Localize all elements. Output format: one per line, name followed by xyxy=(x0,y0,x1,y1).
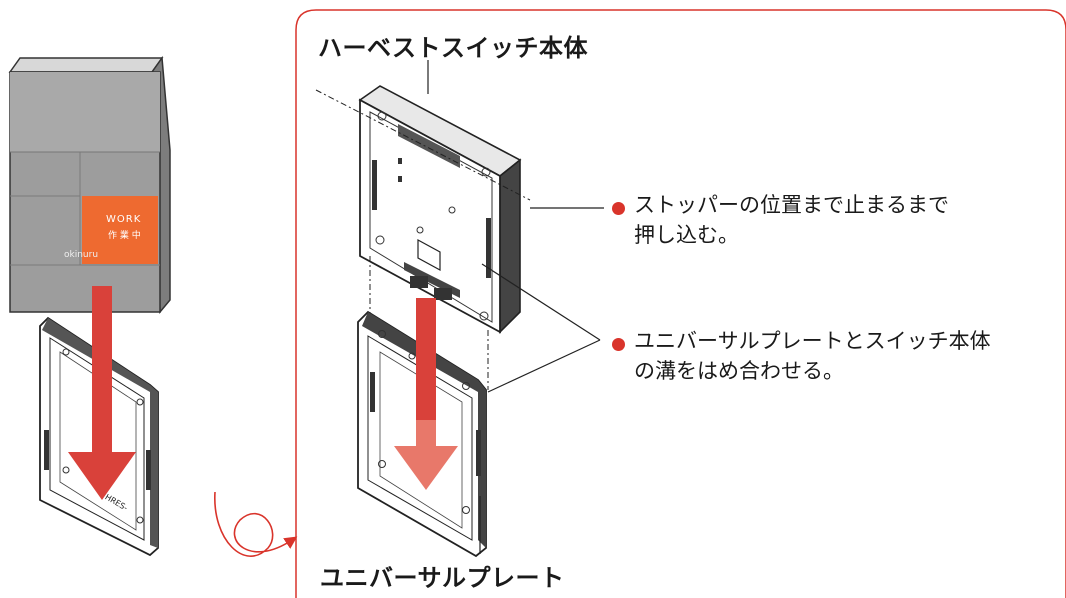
insert-arrow-right xyxy=(394,298,458,490)
universal-plate-title: ユニバーサルプレート xyxy=(320,564,565,592)
switch-body-left xyxy=(8,55,171,314)
detail-frame xyxy=(295,9,1066,598)
work-button xyxy=(82,196,158,264)
note-stopper-line-1: ストッパーの位置まで止まるまで xyxy=(634,193,949,217)
insert-arrow-left xyxy=(68,286,136,500)
button-text: WORK xyxy=(106,214,142,225)
note-groove: ユニバーサルプレートとスイッチ本体 の溝をはめ合わせる。 xyxy=(634,326,991,386)
note-groove-line-1: ユニバーサルプレートとスイッチ本体 xyxy=(634,329,991,353)
note-groove-line-2: の溝をはめ合わせる。 xyxy=(634,359,844,383)
note-stopper: ストッパーの位置まで止まるまで 押し込む。 xyxy=(634,190,949,250)
switch-body-back xyxy=(358,85,522,334)
connector-arrow xyxy=(214,491,298,557)
leader-lines xyxy=(427,60,604,554)
note-bullet-2 xyxy=(612,338,625,351)
note-bullet-1 xyxy=(612,202,625,215)
brand-mark: okinuru xyxy=(64,250,99,260)
note-stopper-line-2: 押し込む。 xyxy=(634,223,739,247)
switch-body-title: ハーベストスイッチ本体 xyxy=(318,34,588,62)
button-subtext: 作 業 中 xyxy=(108,231,141,241)
